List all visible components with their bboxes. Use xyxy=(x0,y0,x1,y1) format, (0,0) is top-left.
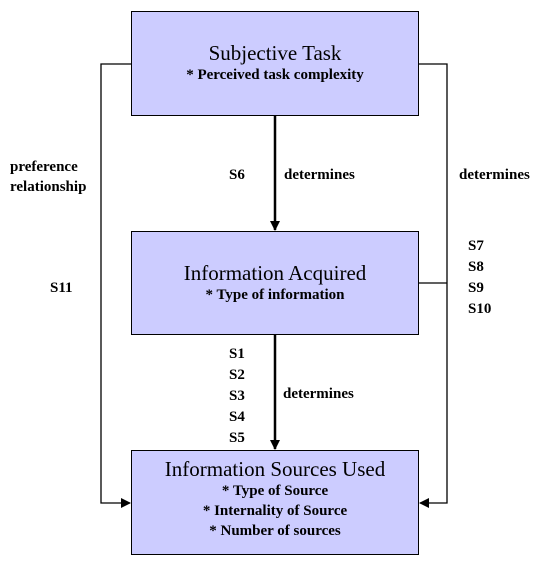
s6-label: S6 xyxy=(229,167,245,183)
left-s-stack: S1 S2 S3 S4 S5 xyxy=(229,344,245,449)
information-acquired-box: Information Acquired * Type of informati… xyxy=(131,231,419,335)
information-sources-item: * Type of Source xyxy=(221,483,329,499)
left-s-item: S4 xyxy=(229,409,245,425)
subjective-task-title: Subjective Task xyxy=(208,41,342,65)
information-sources-title: Information Sources Used xyxy=(164,457,386,481)
information-acquired-item: * Type of information xyxy=(205,287,345,303)
determines-bottom-label: determines xyxy=(283,386,354,402)
left-s-item: S2 xyxy=(229,367,245,383)
right-s-item: S9 xyxy=(468,280,484,296)
information-sources-item: * Internality of Source xyxy=(202,503,348,519)
determines-right-label: determines xyxy=(459,167,530,183)
left-s-item: S3 xyxy=(229,388,245,404)
right-s-item: S7 xyxy=(468,238,484,254)
preference-label-line1: preference xyxy=(10,159,78,175)
arrow-left-preference xyxy=(100,63,131,508)
preference-label-line2: relationship xyxy=(10,179,87,195)
right-s-item: S10 xyxy=(468,301,492,317)
left-s-item: S5 xyxy=(229,430,245,446)
subjective-task-item: * Perceived task complexity xyxy=(186,67,364,83)
information-acquired-title: Information Acquired xyxy=(183,261,367,285)
right-s-stack: S7 S8 S9 S10 xyxy=(468,236,491,320)
information-sources-item: * Number of sources xyxy=(209,523,341,539)
left-s-item: S1 xyxy=(229,346,245,362)
determines-top-label: determines xyxy=(284,167,355,183)
subjective-task-box: Subjective Task * Perceived task complex… xyxy=(131,11,419,116)
information-sources-box: Information Sources Used * Type of Sourc… xyxy=(131,450,419,555)
s11-label: S11 xyxy=(50,280,73,296)
right-s-item: S8 xyxy=(468,259,484,275)
